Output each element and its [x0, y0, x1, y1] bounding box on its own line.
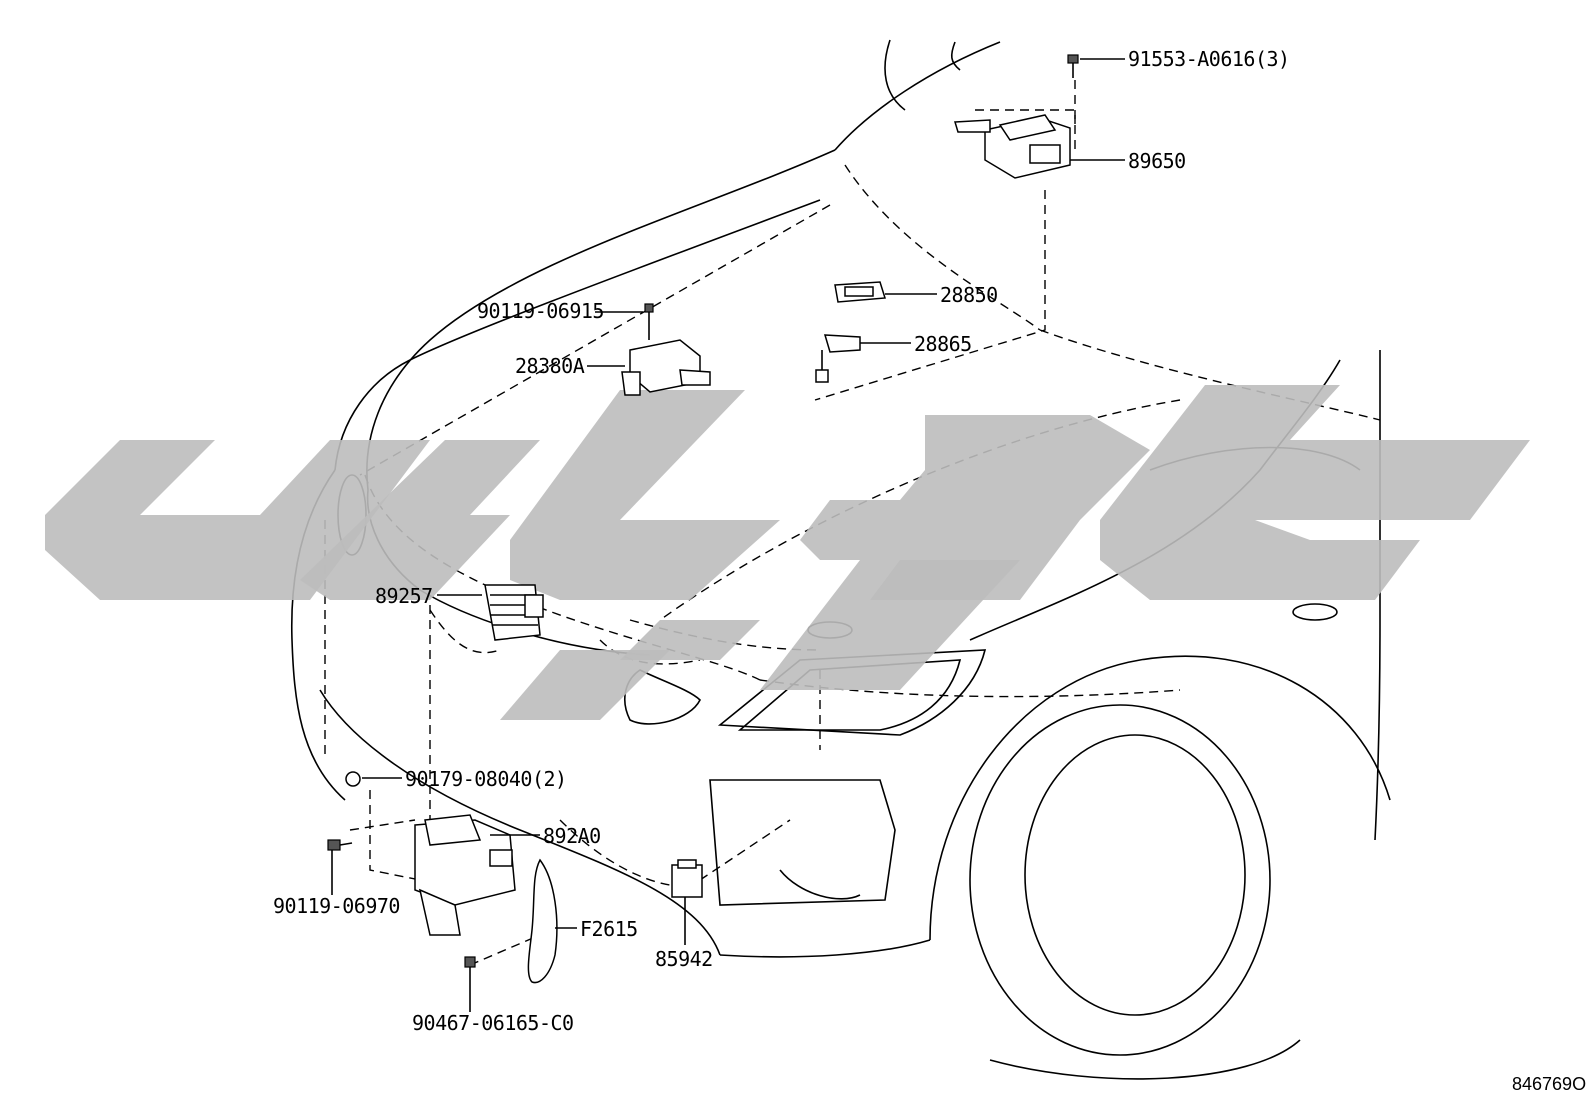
- diagram-reference-number: 846769O: [1512, 1074, 1586, 1094]
- callout-90119-06970[interactable]: 90119-06970: [273, 894, 400, 918]
- part-892A0-ecu: [414, 814, 516, 936]
- callout-892A0[interactable]: 892A0: [543, 824, 601, 848]
- callout-F2615[interactable]: F2615: [580, 917, 638, 941]
- part-28380A-relay: [621, 303, 711, 396]
- part-28850-sensor: [834, 281, 886, 303]
- part-F2615-bracket: [527, 858, 558, 984]
- callout-labels: 91553-A0616(3) 89650 28850 28865 90119-0…: [273, 47, 1290, 1035]
- part-85942-relay: [671, 859, 703, 898]
- callout-85942[interactable]: 85942: [655, 947, 713, 971]
- part-90467-clip: [464, 956, 476, 975]
- watermark-logo: [45, 385, 1530, 720]
- part-90179-nut: [345, 771, 361, 787]
- callout-89257[interactable]: 89257: [375, 584, 433, 608]
- callout-90467-06165-C0[interactable]: 90467-06165-C0: [412, 1011, 574, 1035]
- part-89650-module: [954, 114, 1071, 179]
- part-90119-06970-bolt: [327, 839, 353, 851]
- part-89257-sensor: [484, 584, 544, 641]
- callout-90119-06915[interactable]: 90119-06915: [477, 299, 604, 323]
- callout-28850[interactable]: 28850: [940, 283, 998, 307]
- leader-lines: [331, 58, 1125, 1012]
- callout-90179-08040[interactable]: 90179-08040(2): [405, 767, 567, 791]
- callout-89650[interactable]: 89650: [1128, 149, 1186, 173]
- part-91553-bolt: [1067, 54, 1079, 78]
- part-28865-sensor: [815, 334, 861, 383]
- callout-28380A[interactable]: 28380A: [515, 354, 585, 378]
- callout-91553-A0616[interactable]: 91553-A0616(3): [1128, 47, 1290, 71]
- callout-28865[interactable]: 28865: [914, 332, 972, 356]
